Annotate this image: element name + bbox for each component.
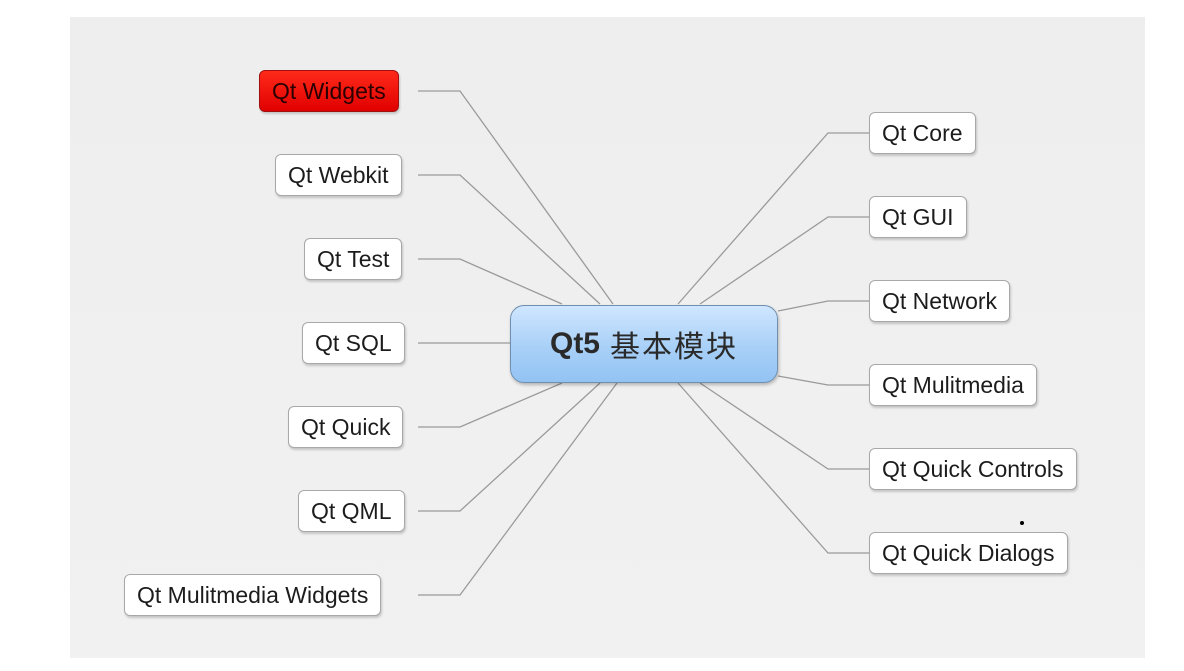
node-qt-network[interactable]: Qt Network bbox=[869, 280, 1011, 322]
node-qt-webkit[interactable]: Qt Webkit bbox=[275, 154, 402, 196]
node-qt-qml[interactable]: Qt QML bbox=[298, 490, 405, 532]
link-qt-mulitmedia-widgets bbox=[418, 382, 618, 596]
node-qt-sql[interactable]: Qt SQL bbox=[302, 322, 405, 364]
link-qt-network bbox=[777, 300, 869, 312]
link-qt-quick-controls bbox=[699, 382, 869, 470]
node-qt-test[interactable]: Qt Test bbox=[304, 238, 403, 280]
link-qt-gui bbox=[699, 216, 869, 305]
node-qt-widgets[interactable]: Qt Widgets bbox=[259, 70, 399, 112]
link-qt-test bbox=[418, 258, 563, 305]
central-topic-label: 基本模块 bbox=[610, 330, 738, 365]
node-qt-core[interactable]: Qt Core bbox=[869, 112, 976, 154]
central-topic[interactable]: Qt5 基本模块 bbox=[510, 305, 778, 383]
link-qt-quick bbox=[418, 382, 563, 428]
central-topic-prefix: Qt5 bbox=[549, 327, 600, 360]
link-qt-widgets bbox=[418, 90, 614, 305]
link-qt-qml bbox=[418, 382, 601, 512]
cursor-dot bbox=[1020, 521, 1024, 525]
link-qt-webkit bbox=[418, 174, 601, 305]
node-qt-mulitmedia[interactable]: Qt Mulitmedia bbox=[869, 364, 1037, 406]
node-qt-quick[interactable]: Qt Quick bbox=[288, 406, 404, 448]
node-qt-gui[interactable]: Qt GUI bbox=[869, 196, 967, 238]
link-qt-quick-dialogs bbox=[677, 382, 869, 554]
node-qt-quick-controls[interactable]: Qt Quick Controls bbox=[869, 448, 1077, 490]
node-qt-quick-dialogs[interactable]: Qt Quick Dialogs bbox=[869, 532, 1068, 574]
link-qt-mulitmedia bbox=[777, 375, 869, 386]
link-qt-core bbox=[677, 132, 869, 305]
node-qt-mulitmedia-widgets[interactable]: Qt Mulitmedia Widgets bbox=[124, 574, 382, 616]
